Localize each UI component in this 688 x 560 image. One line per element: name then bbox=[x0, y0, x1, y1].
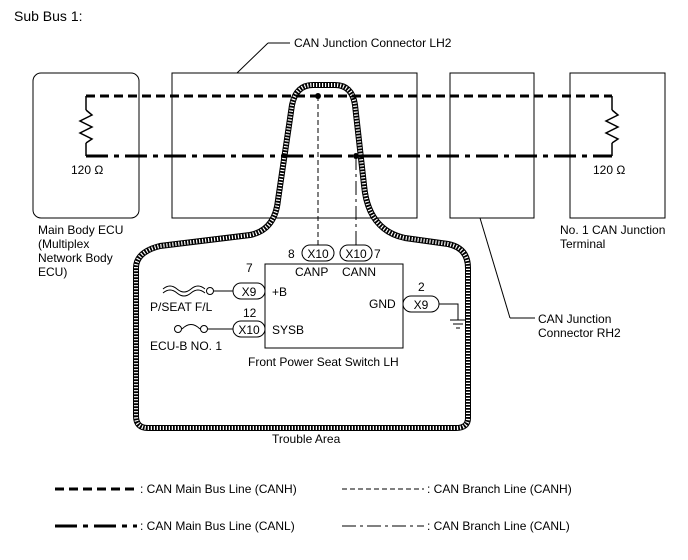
legend-branch-canh-label: : CAN Branch Line (CANH) bbox=[427, 482, 572, 496]
main-body-ecu-label-1: Main Body ECU bbox=[38, 223, 123, 237]
cann-connector-label: X10 bbox=[345, 247, 367, 261]
gnd-connector-label: X9 bbox=[414, 298, 429, 312]
legend-main-canl-label: : CAN Main Bus Line (CANL) bbox=[140, 519, 295, 533]
can-junction-lh2-label: CAN Junction Connector LH2 bbox=[294, 36, 452, 50]
trouble-area-outline bbox=[133, 82, 471, 431]
sysb-connector-label: X10 bbox=[238, 323, 260, 337]
resistor-left-label: 120 Ω bbox=[71, 163, 103, 177]
main-body-ecu-label-3: Network Body bbox=[38, 251, 113, 265]
fuse-pseat-label: P/SEAT F/L bbox=[150, 300, 213, 314]
main-body-ecu-label-2: (Multiplex bbox=[38, 237, 89, 251]
main-body-ecu-box bbox=[32, 72, 140, 219]
resistor-left bbox=[78, 96, 94, 156]
cann-connector bbox=[339, 244, 373, 262]
can-jc-rh2-label-2: Connector RH2 bbox=[538, 326, 621, 340]
no1-can-junction-box bbox=[569, 72, 666, 219]
sysb-pin-number: 12 bbox=[243, 306, 257, 320]
diagram-title: Sub Bus 1: bbox=[14, 8, 83, 24]
can-jc-rh2-label-1: CAN Junction bbox=[538, 312, 611, 326]
ground-icon bbox=[439, 303, 466, 329]
b-connector-label: X9 bbox=[242, 285, 257, 299]
canp-connector bbox=[301, 244, 335, 262]
b-pin-number: 7 bbox=[246, 261, 253, 275]
legend-main-canh-label: : CAN Main Bus Line (CANH) bbox=[140, 482, 297, 496]
switch-label: Front Power Seat Switch LH bbox=[248, 355, 399, 369]
cann-pin-number: 7 bbox=[374, 247, 381, 261]
can-junction-lh2-box bbox=[171, 72, 418, 219]
no1-can-jc-label-2: Terminal bbox=[560, 237, 605, 251]
can-junction-rh2-box bbox=[449, 72, 535, 219]
fusible-link-icon bbox=[162, 285, 233, 297]
canp-pin-name: CANP bbox=[295, 265, 328, 279]
rh2-leader-line bbox=[479, 217, 511, 319]
main-body-ecu-label-4: ECU) bbox=[38, 265, 67, 279]
gnd-pin-name: GND bbox=[369, 297, 396, 311]
cann-pin-name: CANN bbox=[342, 265, 376, 279]
gnd-pin-number: 2 bbox=[418, 280, 425, 294]
trouble-area-label: Trouble Area bbox=[272, 432, 341, 446]
canp-connector-label: X10 bbox=[307, 247, 329, 261]
sysb-pin-name: SYSB bbox=[272, 323, 304, 337]
canp-pin-number: 8 bbox=[288, 247, 295, 261]
fuse-ecub-label: ECU-B NO. 1 bbox=[150, 339, 222, 353]
no1-can-jc-label-1: No. 1 CAN Junction bbox=[560, 223, 665, 237]
legend-branch-canl-label: : CAN Branch Line (CANL) bbox=[427, 519, 570, 533]
b-pin-name: +B bbox=[272, 285, 287, 299]
lh2-leader-line bbox=[236, 42, 269, 74]
resistor-right-label: 120 Ω bbox=[593, 163, 625, 177]
fuse-icon bbox=[174, 324, 233, 333]
resistor-right bbox=[604, 96, 620, 156]
